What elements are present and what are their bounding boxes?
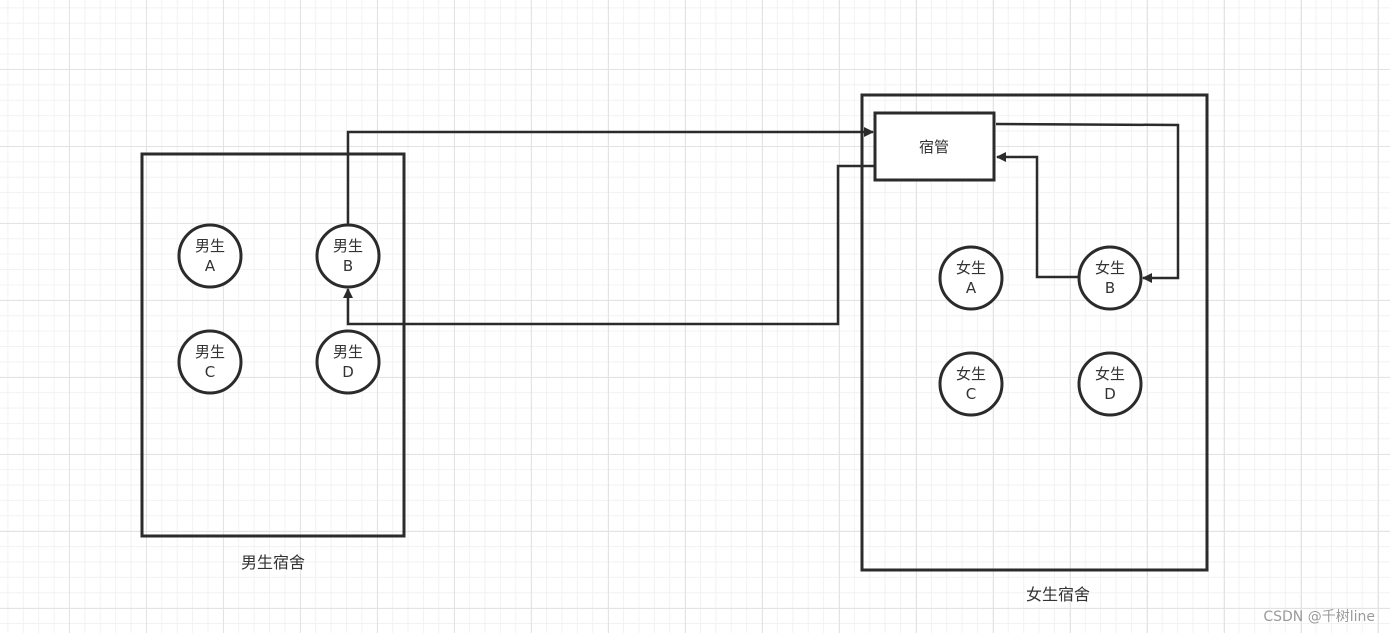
- girl-c-node[interactable]: 女生 C: [938, 351, 1004, 417]
- girl-c-line1: 女生: [956, 365, 986, 383]
- girl-d-line1: 女生: [1095, 365, 1125, 383]
- girl-d-node[interactable]: 女生 D: [1077, 351, 1143, 417]
- boy-c-node[interactable]: 男生 C: [177, 329, 243, 395]
- dorm-manager-label: 宿管: [919, 138, 949, 156]
- boy-c-line1: 男生: [195, 343, 225, 361]
- girl-b-node[interactable]: 女生 B: [1077, 245, 1143, 311]
- connector-girl-b-to-manager[interactable]: [996, 152, 1079, 279]
- boys-dorm-caption: 男生宿舍: [241, 553, 305, 572]
- girl-b-line2: B: [1105, 279, 1115, 297]
- girl-a-line2: A: [966, 279, 977, 297]
- boy-d-line2: D: [342, 363, 354, 381]
- boy-b-node[interactable]: 男生 B: [315, 223, 381, 289]
- connector-manager-to-boy-d[interactable]: [343, 164, 875, 326]
- girls-dorm-container[interactable]: [860, 93, 1209, 572]
- boy-b-line1: 男生: [333, 237, 363, 255]
- boy-a-line2: A: [205, 257, 216, 275]
- girl-a-node[interactable]: 女生 A: [938, 245, 1004, 311]
- boy-a-node[interactable]: 男生 A: [177, 223, 243, 289]
- boy-b-line2: B: [343, 257, 353, 275]
- connector-manager-to-girl-b[interactable]: [995, 122, 1180, 283]
- boy-d-line1: 男生: [333, 343, 363, 361]
- boys-dorm-container[interactable]: [140, 152, 406, 538]
- boy-a-line1: 男生: [195, 237, 225, 255]
- girl-d-line2: D: [1104, 385, 1116, 403]
- boy-c-line2: C: [205, 363, 215, 381]
- girl-c-line2: C: [966, 385, 976, 403]
- girls-dorm-caption: 女生宿舍: [1026, 585, 1090, 604]
- watermark-text: CSDN @千树line: [1263, 609, 1375, 625]
- dorm-manager-node[interactable]: 宿管: [873, 111, 996, 182]
- girl-b-line1: 女生: [1095, 259, 1125, 277]
- girl-a-line1: 女生: [956, 259, 986, 277]
- boy-d-node[interactable]: 男生 D: [315, 329, 381, 395]
- connector-boy-b-to-manager[interactable]: [346, 127, 874, 225]
